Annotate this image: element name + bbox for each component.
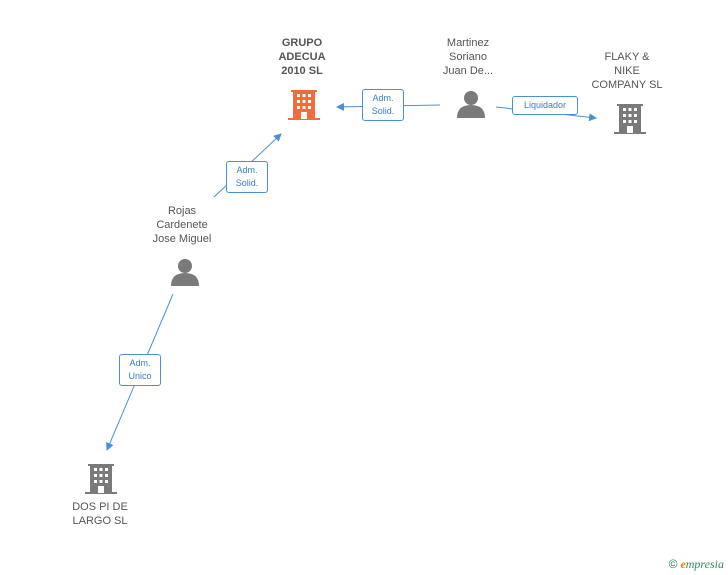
edge-label-rojas-grupo[interactable]: Adm. Solid.	[226, 161, 268, 193]
node-label-dos-pi[interactable]: DOS PI DE LARGO SL	[72, 501, 128, 527]
edge-label-rojas-dospi[interactable]: Adm. Unico	[119, 354, 161, 386]
person-icon[interactable]	[456, 90, 486, 118]
node-label-flaky[interactable]: FLAKY & NIKE COMPANY SL	[591, 51, 663, 91]
person-icon[interactable]	[170, 258, 200, 286]
building-icon[interactable]	[288, 86, 320, 120]
node-label-rojas[interactable]: Rojas Cardenete Jose Miguel	[152, 205, 212, 245]
building-icon[interactable]	[614, 100, 646, 134]
edge-label-martinez-grupo[interactable]: Adm. Solid.	[362, 89, 404, 121]
brand-name: mpresia	[685, 557, 724, 571]
node-label-grupo-adecua[interactable]: GRUPO ADECUA 2010 SL	[278, 37, 326, 77]
building-icon[interactable]	[85, 460, 117, 494]
edge-label-martinez-flaky[interactable]: Liquidador	[512, 96, 578, 115]
brand-initial: e	[680, 557, 686, 571]
brand-footer: ©empresia	[669, 557, 724, 572]
copyright-symbol: ©	[668, 557, 678, 571]
node-label-martinez[interactable]: Martinez Soriano Juan De...	[442, 37, 494, 77]
